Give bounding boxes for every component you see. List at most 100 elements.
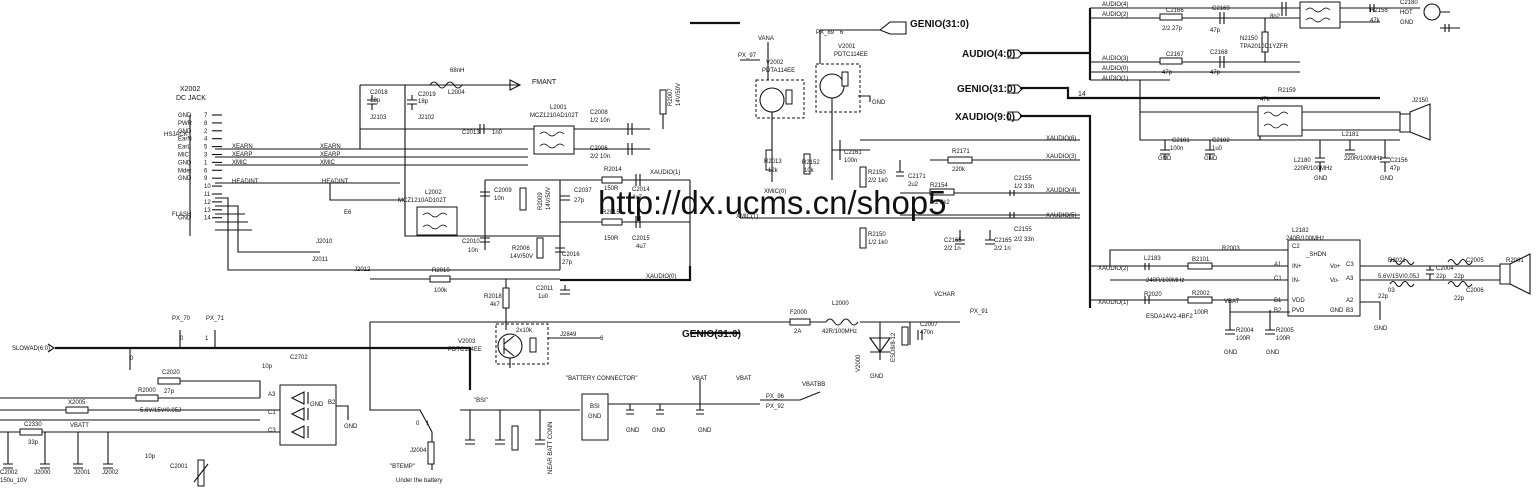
dc-jack-pin-name: MIC (178, 153, 190, 159)
c2166-val: 1u0 (1212, 146, 1223, 152)
c2015-ref: C2015 (632, 236, 650, 242)
audio-1-label: AUDIO(1) (1102, 76, 1128, 82)
c2151b-ref: C2168 (1210, 50, 1228, 56)
c2151a-val: 47p (1210, 28, 1221, 34)
dc-jack-pin-number: 4 (204, 137, 208, 143)
xaudio-2-label: XAUDIO(2) (1098, 266, 1128, 272)
c2168-val: 47p (1390, 166, 1401, 172)
l2180-val: 22p (1378, 294, 1389, 300)
c2007-val: 470n (920, 330, 933, 336)
under-battery-label: Under the battery (396, 478, 442, 484)
c2165b-val: 2/2 1n (994, 246, 1011, 252)
gnd-label: GND (652, 428, 666, 434)
l2183-val: 22p (1454, 296, 1465, 302)
amp-pin-inp: IN+ (1292, 264, 1302, 270)
c2014-val: 4u7 (632, 195, 643, 201)
amp-pin-vop: Vo+ (1330, 264, 1341, 270)
c2011-ref: C2011 (536, 286, 554, 292)
c2151b-val: 47p (1210, 70, 1221, 76)
xaudio-0-label: XAUDIO(0) (646, 274, 676, 280)
esd-pin-b2: B2 (328, 400, 336, 406)
c2171-val: 2u2 (908, 182, 919, 188)
esd8-ref: ESD8/8-12 (891, 332, 897, 362)
esd-pin-c3: C3 (268, 428, 276, 434)
l2182-val: 22p (1454, 274, 1465, 280)
dc-jack-pin-name: GND (178, 113, 192, 119)
dc-jack-name: DC JACK (176, 95, 206, 102)
r2014-val: 150R (604, 186, 619, 192)
xaudio-5-label: XAUDIO(5) (1046, 213, 1076, 219)
xmic1-label: XMIC(1) (736, 214, 758, 220)
r2010-ref: R2010 (432, 268, 450, 274)
earpiece-circuit: R2159 47k J2150 C2181 100n C2182 1u0 L21… (1139, 80, 1431, 182)
amp-pin-a3: A3 (1346, 276, 1354, 282)
r2002-val: 27p (164, 389, 175, 395)
audio-2-label: AUDIO(2) (1102, 12, 1128, 18)
c2016-val: 27p (562, 260, 573, 266)
dc-jack-pin-number: 9 (204, 176, 208, 182)
xaudio-6-label: XAUDIO(6) (1046, 136, 1076, 142)
j2012-ref: J2012 (354, 267, 371, 273)
px92-label: PX_92 (766, 404, 785, 410)
r2021-val: 10p (145, 454, 156, 460)
j2103-ref: J2103 (370, 115, 387, 121)
gnd-label: GND (1224, 350, 1238, 356)
c2161-ref: C2161 (844, 150, 862, 156)
dc-jack-pin-name: EarN (178, 137, 192, 143)
c2010-ref: C2010 (462, 239, 480, 245)
xaudio-4-label: XAUDIO(4) (1046, 188, 1076, 194)
l2002-ref: L2002 (425, 190, 442, 196)
c2156a-val: 100n (1170, 146, 1183, 152)
hsjack-label: HSJACK (164, 132, 188, 138)
v2001-ref: V2001 (838, 44, 856, 50)
flash-label: FLASH (172, 212, 191, 218)
battery-connector-label: "BATTERY CONNECTOR" (566, 376, 638, 382)
r2009-val: 14V/50V (546, 187, 552, 210)
dc-jack-pin-number: 8 (204, 121, 208, 127)
vana-label: VANA (758, 36, 774, 42)
r2018-val: 4k7 (490, 302, 500, 308)
amp-pin-a2: A2 (1346, 298, 1354, 304)
l2004-val: 68nH (450, 68, 464, 74)
r2002-ref: C2020 (162, 370, 180, 376)
amp-pin-gnd: GND (1330, 308, 1344, 314)
c2009-ref: C2009 (494, 188, 512, 194)
dc-jack-pin-name: GND (178, 176, 192, 182)
amp-pin-b3: B3 (1346, 308, 1354, 314)
xaudio-3-label: XAUDIO(3) (1046, 154, 1076, 160)
r2005-ref: C2330 (24, 422, 42, 428)
c2156b-val: 22p (1436, 274, 1447, 280)
genio-bus-label-right: GENIO(31:0) (957, 84, 1016, 95)
c2171-ref: C2171 (908, 174, 926, 180)
c2004-ref: J2000 (34, 470, 51, 476)
dc-jack-pin-name: GND (178, 160, 192, 166)
l2182-ref: C2005 (1466, 258, 1484, 264)
v2001-val: PDTC114EE (834, 52, 868, 58)
c2037-ref: C2037 (574, 188, 592, 194)
dc-jack-pin-number: 14 (204, 216, 211, 222)
amp-pin-c3: C3 (1346, 262, 1354, 268)
c2159-val: 240R/100MHz (1146, 278, 1184, 284)
r2014-ref: R2014 (604, 167, 622, 173)
r2150a-ref: R2150 (868, 170, 886, 176)
bus-lines (55, 8, 1380, 390)
r2171-ref: R2171 (952, 149, 970, 155)
headint-label-2: HEADINT (322, 179, 349, 185)
left-nets: XEARN XEARP XMIC XEARN XEARP XMIC HEADIN… (215, 84, 560, 271)
r2001-ref: J2004 (410, 448, 427, 454)
l2002-val: MCZ1210AD102T (398, 198, 447, 204)
r2159-ref: R2002 (1192, 291, 1210, 297)
audio-bus-label: AUDIO(4:0) (962, 49, 1015, 60)
gnd-label: GND (1374, 326, 1388, 332)
gnd-label: GND (872, 100, 886, 106)
amp-vbat-label: VBAT (1224, 299, 1240, 305)
c2151a-ref: C2169 (1212, 6, 1230, 12)
l2001-ref: L2001 (550, 105, 567, 111)
j2849-ref: J2849 (560, 332, 577, 338)
b2101-ref: R2001 (1506, 258, 1524, 264)
c2168-ref: C2156 (1390, 158, 1408, 164)
dc-jack-pin-number: 3 (204, 153, 208, 159)
c2152-val: 47k (1370, 18, 1381, 24)
px96-label: PX_96 (766, 394, 785, 400)
